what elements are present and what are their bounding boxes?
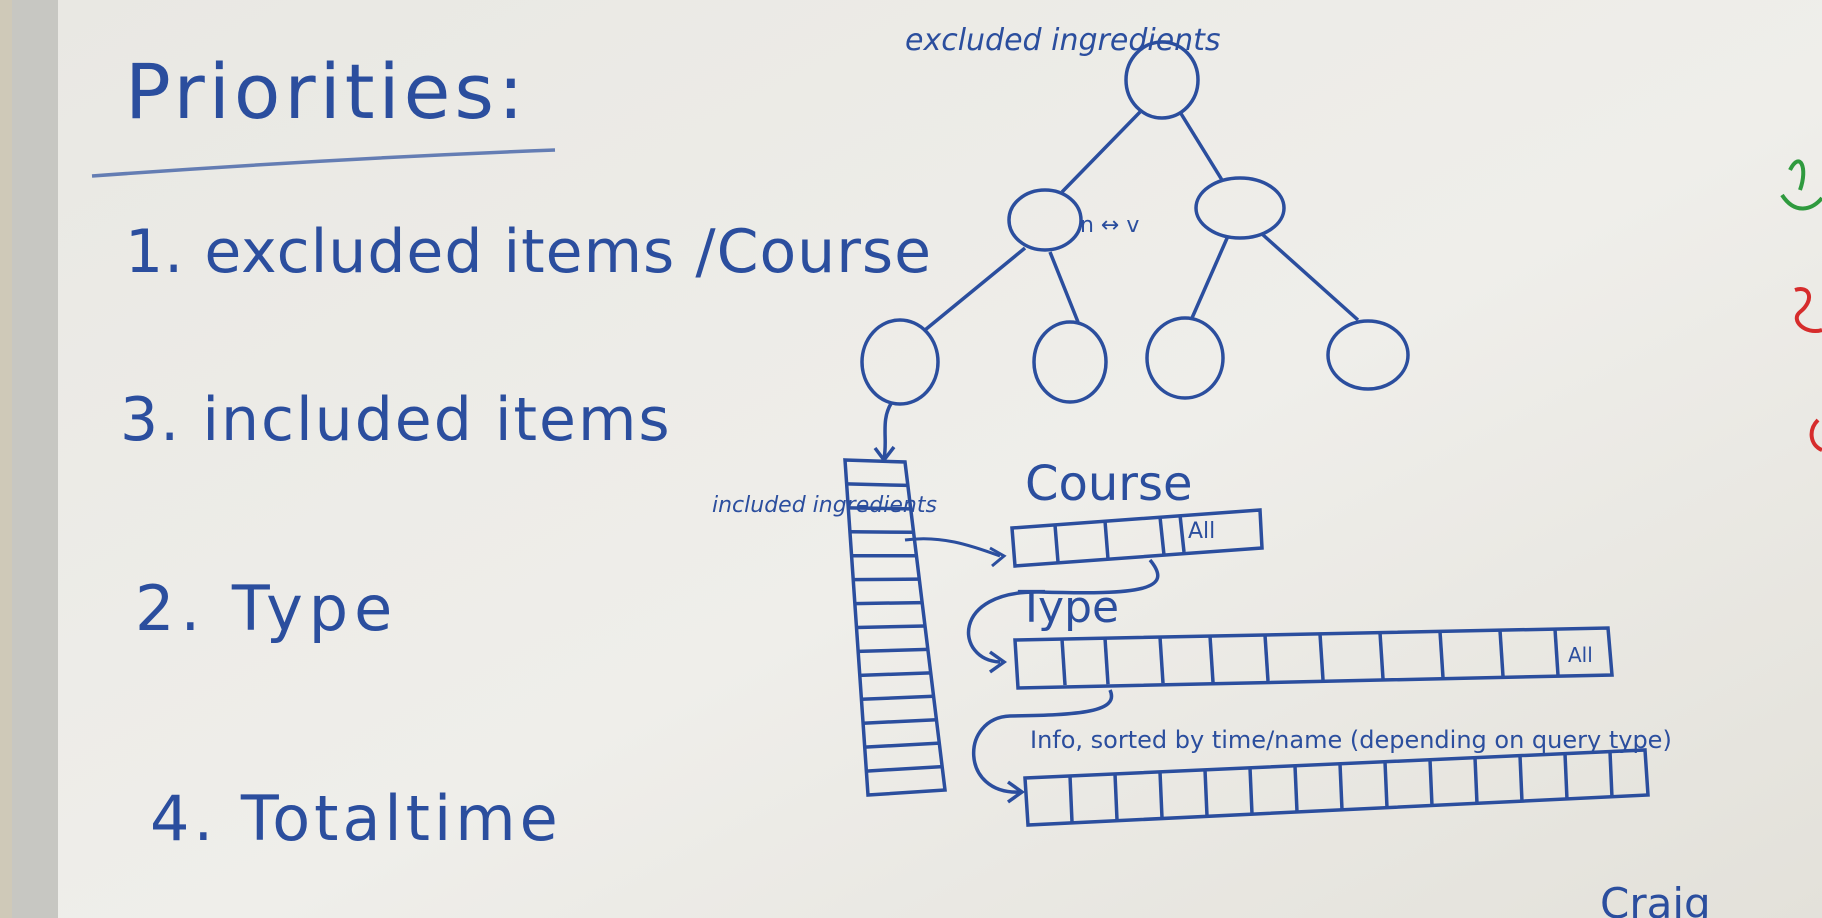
green-mark <box>1780 193 1822 211</box>
type-cell-divider <box>1378 632 1385 679</box>
tree-edge <box>923 246 1027 332</box>
tree-root-node <box>1124 40 1200 120</box>
priority-item-4: 4. Totaltime <box>150 782 562 855</box>
type-cell-divider <box>1553 629 1560 676</box>
info-cell-divider <box>1248 767 1254 814</box>
tree-edge <box>1190 235 1230 319</box>
course-cell-divider <box>1053 524 1060 563</box>
included-column-cell-divider <box>854 600 923 606</box>
tree-leaf-2 <box>1032 320 1108 404</box>
tree-leaf-1 <box>860 318 940 406</box>
tree-node-right <box>1194 176 1286 240</box>
type-array-cells <box>1060 629 1560 686</box>
priorities-title: Priorities: <box>125 47 528 136</box>
included-column-cell-divider <box>856 624 926 630</box>
type-all-label: All <box>1568 643 1593 667</box>
right-edge-marks <box>1780 159 1822 452</box>
tree-leaf-4 <box>1326 319 1410 391</box>
course-cell-divider <box>1158 516 1166 556</box>
sibling-link-label: n ↔ v <box>1080 213 1139 238</box>
type-cell-divider <box>1060 638 1067 686</box>
tree-edge <box>1178 111 1224 181</box>
info-array-outline <box>1023 748 1650 827</box>
type-cell-divider <box>1438 631 1445 678</box>
info-cell-divider <box>1113 773 1119 821</box>
type-cell-divider <box>1103 638 1110 685</box>
included-column-cell-divider <box>849 530 914 535</box>
included-column-cell-divider <box>859 671 931 678</box>
course-cell-divider <box>1103 520 1110 560</box>
tree-leaf-3 <box>1145 316 1225 400</box>
included-column-cells <box>846 482 943 773</box>
included-column-cell-divider <box>862 717 937 725</box>
info-cell-divider <box>1158 771 1164 819</box>
included-column-cell-divider <box>866 764 943 773</box>
course-to-type-arrow <box>966 558 1160 664</box>
info-cell-divider <box>1203 769 1209 816</box>
course-cell-divider <box>1178 514 1186 553</box>
type-cell-divider <box>1263 634 1270 682</box>
green-mark <box>1788 159 1806 191</box>
included-column-outline <box>843 458 947 797</box>
course-array-outline <box>1010 508 1264 568</box>
included-column-cell-divider <box>846 482 908 488</box>
info-cell-divider <box>1473 757 1479 804</box>
included-column-cell-divider <box>858 647 928 654</box>
tree-diagram <box>860 40 1410 463</box>
type-array <box>972 626 1614 804</box>
info-cell-divider <box>1293 765 1299 812</box>
title-underline <box>91 148 556 178</box>
course-array-label: Course <box>1025 456 1193 512</box>
type-cell-divider <box>1498 630 1505 677</box>
included-column-cell-divider <box>861 694 934 702</box>
priority-item-1: 1. excluded items /Course <box>125 217 932 287</box>
priority-item-3: 2. Type <box>135 572 398 645</box>
info-cell-divider <box>1338 763 1344 810</box>
info-cell-divider <box>1518 755 1524 802</box>
info-cell-divider <box>1068 775 1074 823</box>
tree-edge <box>1260 232 1360 322</box>
type-array-label: Type <box>1017 582 1119 633</box>
type-array-outline <box>1013 626 1614 690</box>
tree-edge <box>1048 251 1080 323</box>
priority-item-2: 3. included items <box>120 385 672 455</box>
info-cell-divider <box>1563 753 1569 800</box>
tree-root-label-text: excluded ingredients <box>905 23 1221 58</box>
included-column-cell-divider <box>848 506 911 511</box>
included-column <box>843 458 947 797</box>
info-cell-divider <box>1428 759 1434 806</box>
info-array-label: Info, sorted by time/name (depending on … <box>1030 726 1672 754</box>
arrow-head <box>1006 780 1026 804</box>
type-cell-divider <box>1158 636 1165 684</box>
info-cell-divider <box>1608 751 1614 798</box>
info-cell-divider <box>1383 761 1389 808</box>
red-mark <box>1794 287 1822 333</box>
leaf-to-column-arrow <box>882 401 894 459</box>
arrow-head <box>989 546 1007 568</box>
included-column-cell-divider <box>864 741 940 749</box>
included-ingredients-label: included ingredients <box>712 493 937 518</box>
included-column-cell-divider <box>853 577 920 582</box>
course-all-label: All <box>1188 519 1215 544</box>
tree-root-label: excluded ingredients <box>905 23 1221 58</box>
margin-note: Craig <box>1600 879 1711 918</box>
whiteboard-surface <box>58 0 1822 918</box>
course-array <box>966 508 1264 674</box>
board-frame <box>12 0 60 918</box>
tree-edge <box>1060 110 1142 194</box>
info-array <box>1023 748 1650 827</box>
tree-node-left <box>1007 188 1083 252</box>
red-mark <box>1809 418 1822 452</box>
column-to-course-arrow <box>904 537 1001 558</box>
type-cell-divider <box>1318 633 1325 681</box>
arrow-head <box>988 650 1008 674</box>
info-array-cells <box>1068 751 1614 823</box>
type-cell-divider <box>1208 635 1215 683</box>
type-to-info-arrow <box>972 689 1114 794</box>
